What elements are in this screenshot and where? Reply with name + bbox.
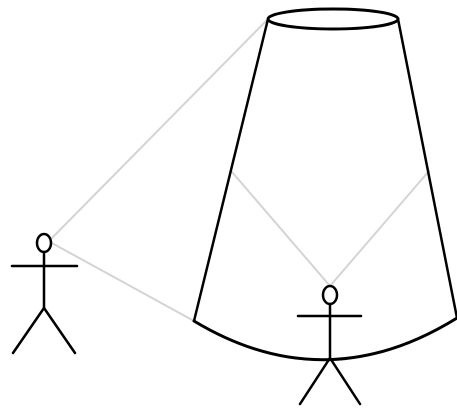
cone-top-ellipse [268, 9, 398, 29]
inner-figure-left-leg [300, 358, 330, 404]
stick-figure-inside-cone [298, 286, 361, 404]
observer-right-leg [44, 308, 75, 353]
observer-left-leg [13, 308, 44, 353]
inner-figure-right-leg [330, 358, 360, 404]
cone-right-side [398, 19, 457, 318]
sight-line-inner-left [232, 172, 330, 286]
sight-line-left-to-cone-top [50, 19, 268, 240]
cone-left-side [194, 19, 268, 321]
sight-line-inner-right [330, 171, 429, 286]
sight-line-left-to-cone-bottom [50, 242, 194, 321]
observer-head [37, 234, 51, 252]
cone-bottom-arc [194, 318, 457, 360]
inner-figure-head [323, 286, 337, 304]
sight-lines [50, 19, 429, 321]
